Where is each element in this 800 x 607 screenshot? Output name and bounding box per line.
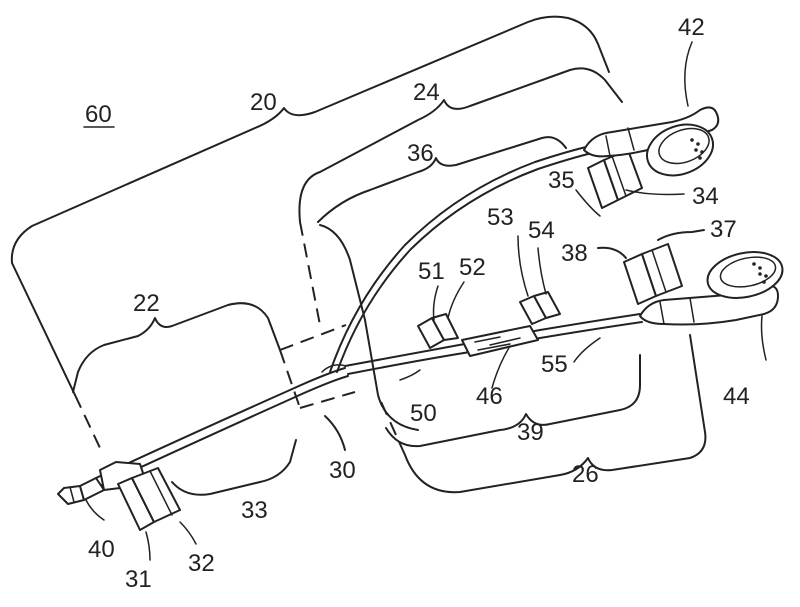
- component-37-38: [624, 244, 682, 304]
- label-32: 32: [188, 550, 215, 577]
- figure-number: 60: [85, 101, 112, 128]
- module-53-54: [520, 292, 560, 324]
- bracket-37: [658, 230, 704, 240]
- label-22: 22: [133, 290, 160, 317]
- bracket-38: [598, 248, 626, 258]
- module-51-52: [418, 314, 458, 348]
- label-31: 31: [125, 566, 152, 593]
- label-54: 54: [528, 217, 555, 244]
- main-cable: [96, 368, 345, 478]
- label-20: 20: [250, 89, 277, 116]
- label-26: 26: [572, 461, 599, 488]
- label-42: 42: [678, 14, 705, 41]
- bracket-33: [172, 440, 296, 495]
- label-55: 55: [541, 351, 568, 378]
- label-39: 39: [517, 419, 544, 446]
- bracket-26: [320, 225, 418, 430]
- label-40: 40: [88, 536, 115, 563]
- bracket-24-dashed-end: [300, 222, 320, 325]
- bracket-22-dashed: [280, 325, 346, 350]
- label-50: 50: [410, 400, 437, 427]
- label-51: 51: [418, 258, 445, 285]
- label-30: 30: [329, 457, 356, 484]
- bracket-30-tail: [325, 416, 345, 450]
- bracket-22: [73, 303, 280, 392]
- label-34: 34: [692, 183, 719, 210]
- bracket-30-dashed: [300, 392, 355, 408]
- label-36: 36: [407, 140, 434, 167]
- label-33: 33: [241, 497, 268, 524]
- label-46: 46: [476, 383, 503, 410]
- bracket-36: [318, 137, 566, 222]
- label-44: 44: [723, 383, 750, 410]
- component-35: [588, 150, 642, 208]
- label-53: 53: [487, 204, 514, 231]
- label-35: 35: [548, 167, 575, 194]
- cable-sleeve-46: [462, 326, 538, 356]
- label-52: 52: [459, 254, 486, 281]
- bracket-20-dashed-end: [75, 395, 100, 448]
- label-38: 38: [561, 240, 588, 267]
- label-37: 37: [710, 216, 737, 243]
- label-24: 24: [413, 79, 440, 106]
